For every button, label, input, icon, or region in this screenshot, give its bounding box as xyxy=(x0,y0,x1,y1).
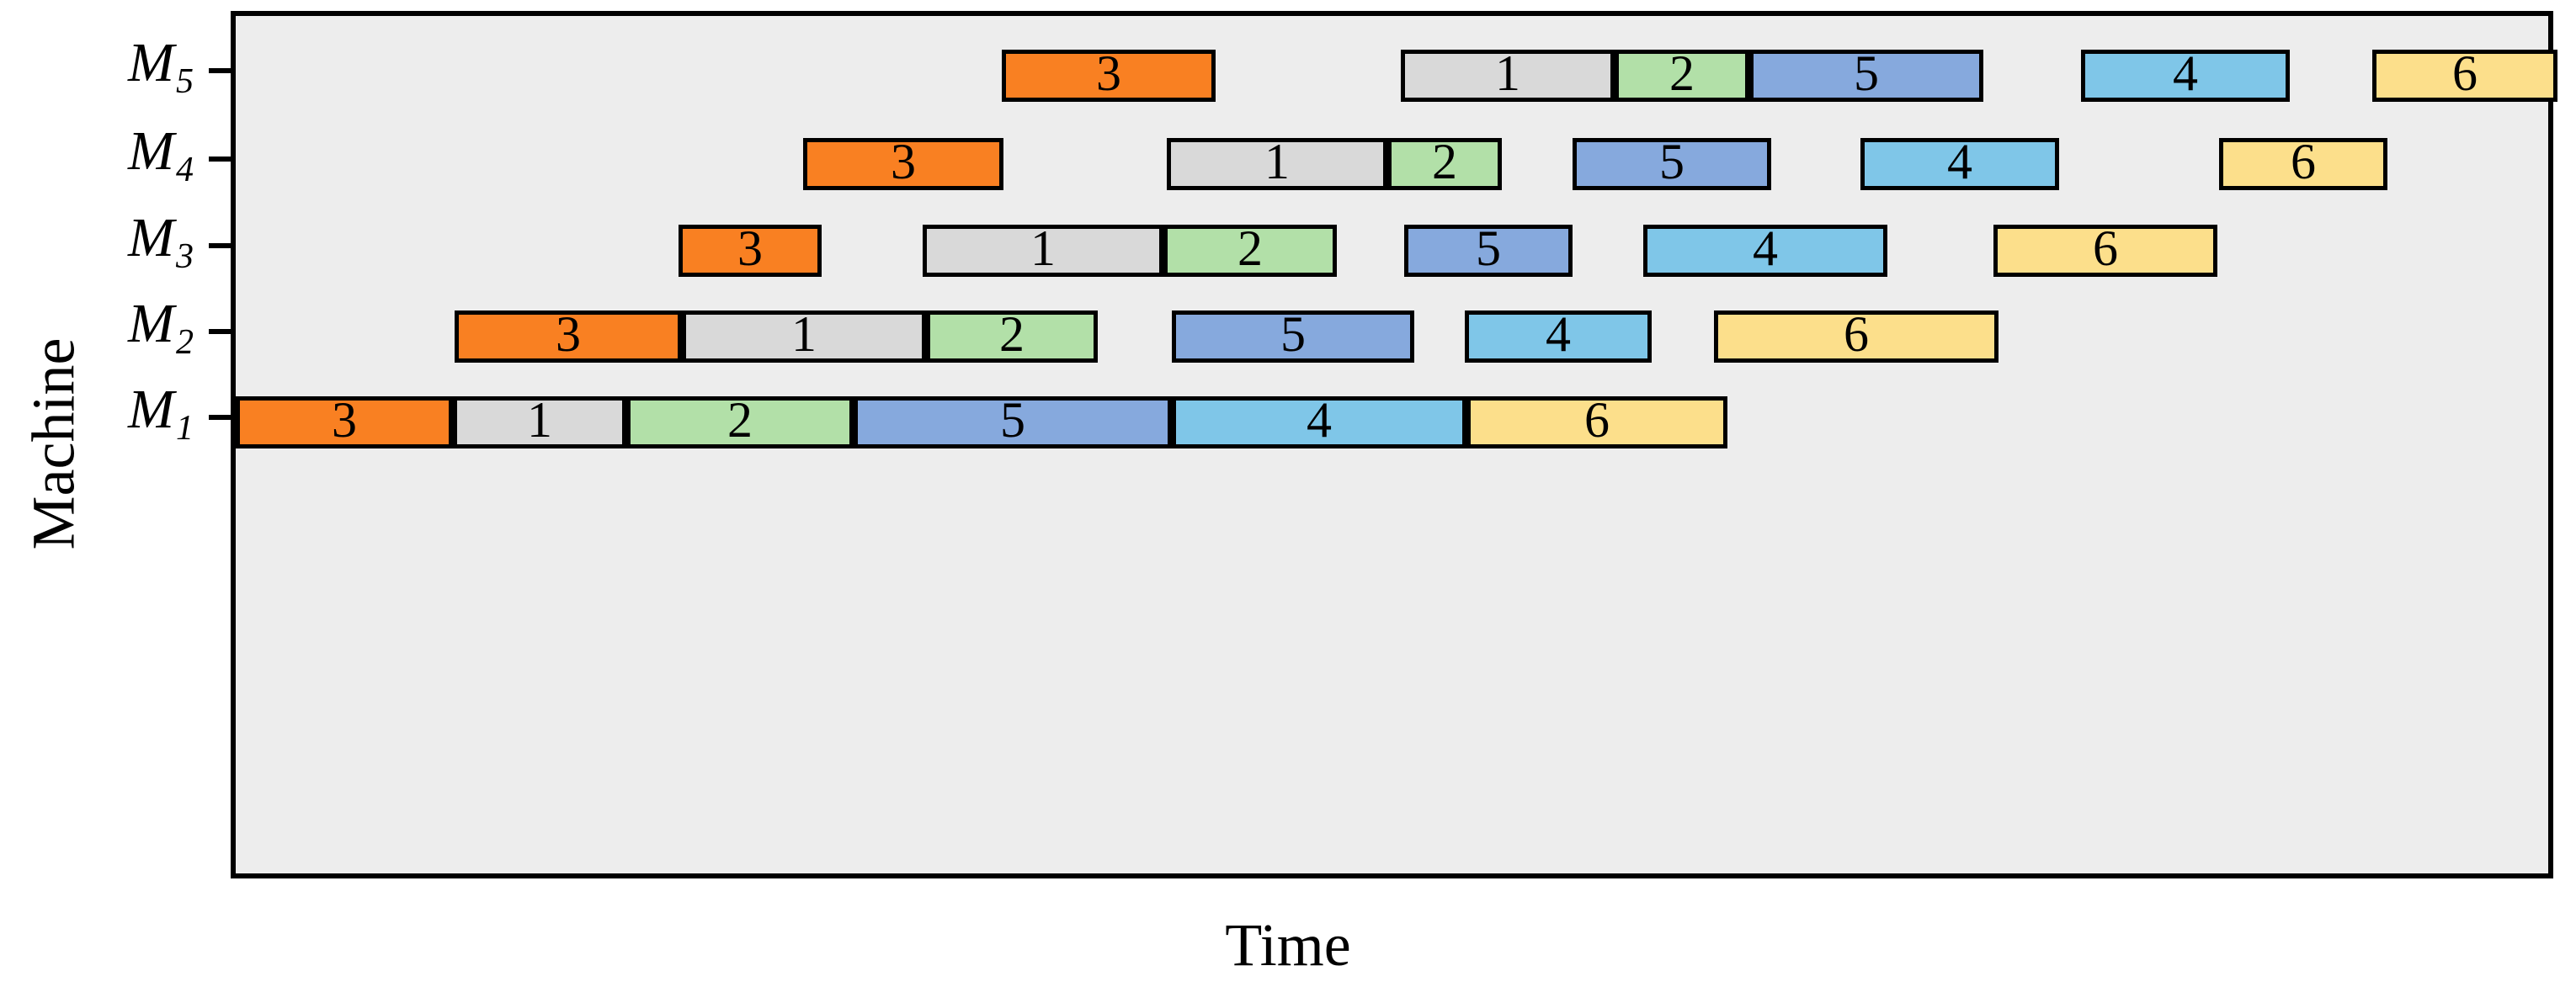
x-axis-title: Time xyxy=(1225,911,1351,979)
gantt-bar-label: 6 xyxy=(2291,134,2316,189)
gantt-bar-label: 1 xyxy=(1495,45,1520,101)
gantt-bar-m3-job-4[interactable]: 4 xyxy=(1643,220,1887,277)
gantt-bar-m3-job-5[interactable]: 5 xyxy=(1404,220,1573,277)
gantt-bar-m3-job-3[interactable]: 3 xyxy=(679,220,822,277)
y-axis-label-base: M xyxy=(128,379,174,440)
gantt-bar-label: 6 xyxy=(2093,220,2118,276)
gantt-bar-label: 3 xyxy=(1096,45,1121,101)
y-axis-label-m5: M5 xyxy=(57,32,194,100)
gantt-bar-label: 4 xyxy=(1307,392,1332,448)
gantt-bar-m5-job-3[interactable]: 3 xyxy=(1002,45,1216,102)
y-axis-label-m2: M2 xyxy=(57,293,194,361)
y-axis-label-subscript: 5 xyxy=(176,62,194,101)
gantt-bar-label: 5 xyxy=(1854,45,1879,101)
y-axis-label-m4: M4 xyxy=(57,124,194,188)
gantt-bar-m1-job-5[interactable]: 5 xyxy=(854,392,1172,448)
gantt-bar-m5-job-1[interactable]: 1 xyxy=(1401,45,1615,102)
gantt-bar-m1-job-1[interactable]: 1 xyxy=(453,392,626,448)
y-axis-tick-m2 xyxy=(209,329,231,334)
gantt-bar-m1-job-2[interactable]: 2 xyxy=(626,392,854,448)
gantt-bar-label: 6 xyxy=(2452,45,2478,101)
gantt-bar-m1-job-3[interactable]: 3 xyxy=(236,392,453,448)
y-axis-label-base: M xyxy=(128,32,174,93)
gantt-bar-m5-job-2[interactable]: 2 xyxy=(1615,45,1749,102)
gantt-bar-label: 1 xyxy=(791,306,817,362)
gantt-bar-m3-job-1[interactable]: 1 xyxy=(923,220,1163,277)
gantt-bar-m1-job-6[interactable]: 6 xyxy=(1466,392,1727,448)
gantt-bar-label: 2 xyxy=(1669,45,1695,101)
gantt-bar-label: 5 xyxy=(1476,220,1501,276)
y-axis-label-subscript: 3 xyxy=(176,237,194,276)
gantt-bar-label: 2 xyxy=(727,392,753,448)
gantt-bar-m2-job-4[interactable]: 4 xyxy=(1465,306,1652,363)
gantt-bar-label: 1 xyxy=(1030,220,1056,276)
y-axis-tick-m3 xyxy=(209,243,231,248)
gantt-bar-label: 5 xyxy=(1659,134,1685,189)
gantt-bar-label: 4 xyxy=(1947,134,1972,189)
gantt-bar-label: 4 xyxy=(2173,45,2198,101)
gantt-bar-m4-job-5[interactable]: 5 xyxy=(1573,134,1771,190)
gantt-bar-label: 6 xyxy=(1844,306,1869,362)
y-axis-label-base: M xyxy=(128,293,174,354)
gantt-bar-m3-job-2[interactable]: 2 xyxy=(1163,220,1337,277)
gantt-bar-label: 4 xyxy=(1546,306,1571,362)
gantt-bar-label: 2 xyxy=(999,306,1025,362)
gantt-bar-m4-job-2[interactable]: 2 xyxy=(1387,134,1502,190)
gantt-bar-m3-job-6[interactable]: 6 xyxy=(1993,220,2217,277)
gantt-bar-label: 6 xyxy=(1584,392,1610,448)
gantt-bar-label: 2 xyxy=(1432,134,1457,189)
y-axis-label-base: M xyxy=(128,207,174,268)
y-axis-label-base: M xyxy=(128,120,174,182)
gantt-bar-m1-job-4[interactable]: 4 xyxy=(1172,392,1466,448)
y-axis-label-subscript: 4 xyxy=(176,151,194,189)
gantt-bar-m4-job-1[interactable]: 1 xyxy=(1167,134,1387,190)
gantt-bar-m5-job-6[interactable]: 6 xyxy=(2372,45,2557,102)
gantt-bar-m2-job-3[interactable]: 3 xyxy=(455,306,682,363)
gantt-bar-label: 4 xyxy=(1753,220,1778,276)
gantt-bar-m2-job-1[interactable]: 1 xyxy=(682,306,926,363)
y-axis-label-m1: M1 xyxy=(57,379,194,447)
y-axis-label-subscript: 1 xyxy=(176,409,194,448)
gantt-bar-label: 2 xyxy=(1237,220,1263,276)
y-axis-label-m3: M3 xyxy=(57,207,194,275)
gantt-bar-m4-job-4[interactable]: 4 xyxy=(1860,134,2059,190)
gantt-bar-label: 3 xyxy=(737,220,763,276)
gantt-bar-m2-job-2[interactable]: 2 xyxy=(926,306,1098,363)
gantt-bar-label: 3 xyxy=(332,392,357,448)
gantt-bar-m5-job-5[interactable]: 5 xyxy=(1749,45,1983,102)
gantt-bar-label: 1 xyxy=(527,392,552,448)
gantt-bar-label: 5 xyxy=(1000,392,1025,448)
gantt-bar-label: 1 xyxy=(1264,134,1290,189)
y-axis-tick-m4 xyxy=(209,157,231,162)
gantt-bar-m4-job-3[interactable]: 3 xyxy=(803,134,1003,190)
gantt-bar-label: 3 xyxy=(891,134,916,189)
gantt-bar-m2-job-6[interactable]: 6 xyxy=(1714,306,1999,363)
gantt-bar-m5-job-4[interactable]: 4 xyxy=(2081,45,2290,102)
y-axis-tick-m1 xyxy=(209,415,231,420)
gantt-bar-m2-job-5[interactable]: 5 xyxy=(1172,306,1414,363)
y-axis-tick-m5 xyxy=(209,68,231,73)
gantt-bar-label: 5 xyxy=(1280,306,1306,362)
gantt-bar-m4-job-6[interactable]: 6 xyxy=(2219,134,2387,190)
y-axis-label-subscript: 2 xyxy=(176,323,194,362)
gantt-bar-label: 3 xyxy=(556,306,581,362)
